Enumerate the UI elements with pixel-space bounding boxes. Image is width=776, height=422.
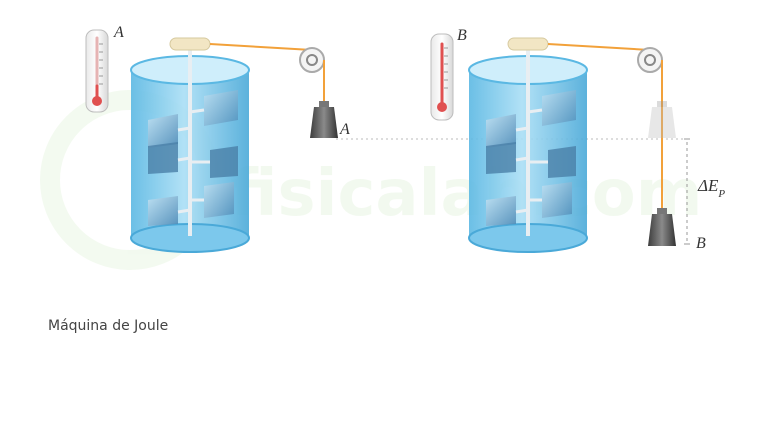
rope-a-horizontal bbox=[209, 43, 313, 51]
thermometer-a-label: A bbox=[113, 24, 124, 41]
water-tank-b bbox=[468, 37, 588, 253]
weight-b-initial-ghost bbox=[648, 101, 676, 138]
scene-a: A bbox=[85, 24, 350, 253]
weight-b-label: B bbox=[696, 235, 706, 252]
pulley-b bbox=[547, 43, 663, 210]
figure-caption: Máquina de Joule bbox=[48, 318, 169, 334]
scene-b: B bbox=[430, 27, 725, 253]
rope-b-horizontal bbox=[547, 43, 651, 51]
watermark: fisicalab.com bbox=[40, 90, 702, 270]
weight-a-label: A bbox=[339, 121, 350, 138]
paddles-b bbox=[486, 90, 576, 226]
weight-a bbox=[310, 101, 338, 138]
water-tank-a bbox=[130, 37, 250, 253]
height-dimension bbox=[684, 138, 690, 245]
energy-label: ΔEP bbox=[697, 176, 725, 200]
thermometer-b bbox=[430, 33, 454, 121]
pulley-a bbox=[209, 43, 325, 103]
weight-b bbox=[648, 208, 676, 246]
energy-label-main: ΔE bbox=[697, 176, 719, 195]
lid-knob-b bbox=[507, 37, 549, 51]
watermark-text: fisicalab.com bbox=[230, 157, 702, 231]
lid-knob-a bbox=[169, 37, 211, 51]
energy-label-sub: P bbox=[717, 188, 725, 200]
paddles-a bbox=[148, 90, 238, 226]
thermometer-a bbox=[85, 29, 109, 113]
thermometer-b-label: B bbox=[457, 27, 467, 44]
